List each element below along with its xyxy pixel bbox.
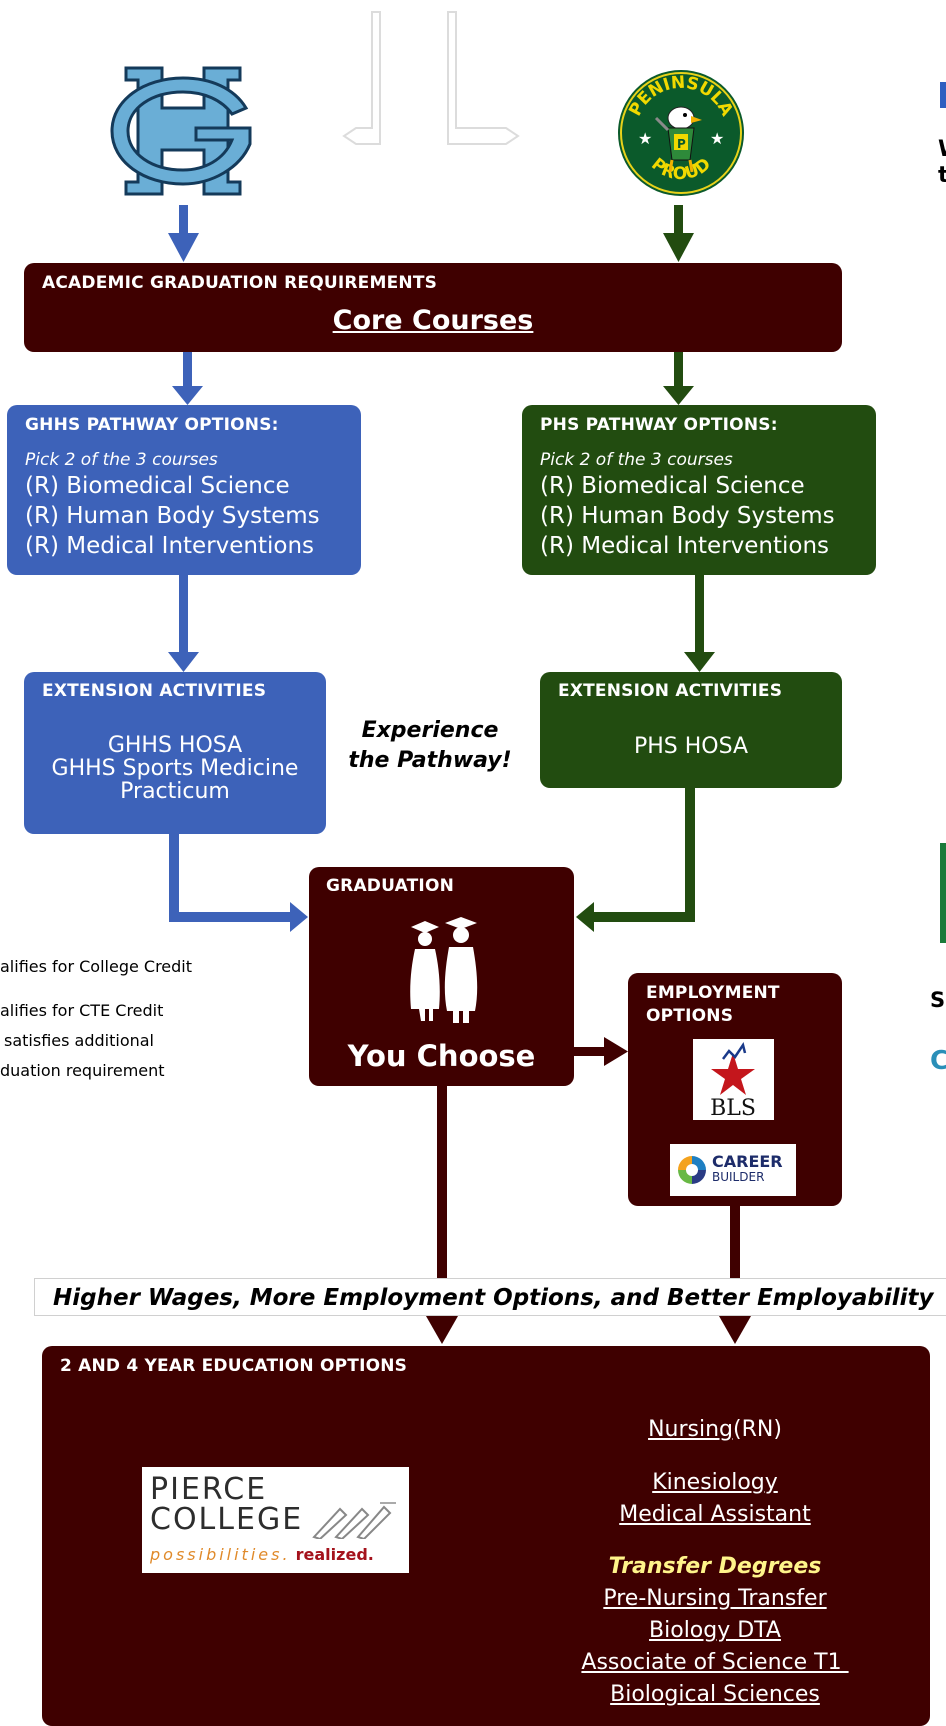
biology-dta-link[interactable]: Biology DTA (649, 1618, 781, 1643)
credit-legend: alifies for College Credit alifies for C… (0, 956, 192, 1082)
svg-text:P: P (677, 137, 686, 151)
legend-graduation-requirement: duation requirement (0, 1061, 165, 1080)
ghhs-pathway-instruction: Pick 2 of the 3 courses (25, 450, 218, 470)
ghhs-pathway-box: GHHS PATHWAY OPTIONS: Pick 2 of the 3 co… (7, 405, 361, 575)
legend-cte-credit: alifies for CTE Credit (0, 1001, 164, 1020)
nursing-link[interactable]: Nursing (648, 1417, 733, 1442)
phs-course-3: (R) Medical Interventions (540, 533, 830, 559)
education-header: 2 AND 4 YEAR EDUCATION OPTIONS (60, 1356, 408, 1376)
peninsula-proud-logo: PENINSULA PROUD ★ ★ P (618, 70, 744, 196)
academic-requirements-box: ACADEMIC GRADUATION REQUIREMENTS Core Co… (24, 263, 842, 352)
svg-text:★: ★ (638, 129, 652, 148)
medical-assistant-link[interactable]: Medical Assistant (619, 1502, 811, 1527)
pierce-pencil-icon (312, 1502, 396, 1539)
academic-header: ACADEMIC GRADUATION REQUIREMENTS (42, 273, 438, 293)
wages-banner-text: Higher Wages, More Employment Options, a… (53, 1285, 934, 1311)
legend-satisfies: satisfies additional (4, 1031, 154, 1050)
cropped-heading-text: W t (938, 137, 946, 188)
decorative-arrow-outlines (342, 11, 520, 145)
transfer-degrees-header: Transfer Degrees (608, 1554, 822, 1579)
wages-banner: Higher Wages, More Employment Options, a… (34, 1278, 946, 1316)
kinesiology-link[interactable]: Kinesiology (652, 1470, 778, 1495)
phs-pathway-instruction: Pick 2 of the 3 courses (540, 450, 733, 470)
phs-extension-box: EXTENSION ACTIVITIES PHS HOSA (540, 672, 842, 788)
legend-college-credit: alifies for College Credit (0, 957, 193, 976)
core-courses-link[interactable]: Core Courses (332, 305, 534, 336)
phs-pathway-header: PHS PATHWAY OPTIONS: (540, 415, 778, 435)
phs-course-1: (R) Biomedical Science (540, 473, 805, 499)
careerbuilder-logo-link[interactable]: CAREER BUILDER (670, 1144, 796, 1196)
gig-harbor-logo: GH (110, 66, 252, 196)
cropped-s-text: S (930, 988, 946, 1012)
phs-pathway-box: PHS PATHWAY OPTIONS: Pick 2 of the 3 cou… (522, 405, 876, 575)
careerbuilder-text-bottom: BUILDER (712, 1170, 765, 1184)
ghhs-extension-box: EXTENSION ACTIVITIES GHHS HOSA GHHS Spor… (24, 672, 326, 834)
careerbuilder-text-top: CAREER (712, 1152, 783, 1171)
ghhs-extension-item-2: GHHS Sports Medicine (51, 756, 299, 781)
pre-nursing-transfer-link[interactable]: Pre-Nursing Transfer (603, 1586, 827, 1611)
experience-pathway-text: Experience the Pathway! (348, 718, 512, 773)
bls-text: BLS (710, 1096, 756, 1120)
graduation-box: GRADUATION You Choose (309, 867, 574, 1086)
phs-extension-item-1: PHS HOSA (633, 734, 749, 759)
ghhs-extension-item-3: Practicum (120, 779, 230, 804)
ghhs-extension-header: EXTENSION ACTIVITIES (42, 681, 267, 701)
associate-science-link[interactable]: Associate of Science T1 (581, 1650, 849, 1675)
ghhs-course-1: (R) Biomedical Science (25, 473, 290, 499)
bls-star-icon: BLS (710, 1041, 756, 1120)
ghhs-extension-item-1: GHHS HOSA (107, 733, 243, 758)
phs-extension-header: EXTENSION ACTIVITIES (558, 681, 783, 701)
nursing-suffix: (RN) (733, 1417, 782, 1442)
ghhs-course-3: (R) Medical Interventions (25, 533, 315, 559)
graduation-header: GRADUATION (326, 876, 455, 896)
pierce-logo-text: PIERCE COLLEGE (150, 1472, 304, 1537)
cropped-green-image (940, 843, 946, 943)
cropped-blue-mark (940, 82, 946, 108)
phs-course-2: (R) Human Body Systems (540, 503, 835, 529)
svg-text:★: ★ (710, 129, 724, 148)
cropped-c-text: C (930, 1046, 946, 1076)
careerbuilder-icon (678, 1156, 706, 1184)
pierce-tagline: possibilities. realized. (150, 1545, 374, 1564)
education-program-list: Nursing(RN) Kinesiology Medical Assistan… (540, 1414, 890, 1711)
graduates-silhouette-icon (410, 917, 478, 1023)
bls-logo-link[interactable]: BLS (693, 1039, 774, 1120)
pierce-college-logo-link[interactable]: PIERCE COLLEGE possibilities. realized. (142, 1467, 409, 1573)
you-choose-text: You Choose (347, 1039, 536, 1073)
education-box: 2 AND 4 YEAR EDUCATION OPTIONS PIERCE CO… (42, 1346, 930, 1726)
employment-header: EMPLOYMENT OPTIONS (646, 983, 780, 1026)
ghhs-pathway-header: GHHS PATHWAY OPTIONS: (25, 415, 279, 435)
ghhs-course-2: (R) Human Body Systems (25, 503, 320, 529)
biological-sciences-link[interactable]: Biological Sciences (610, 1682, 820, 1707)
employment-box: EMPLOYMENT OPTIONS BLS CAREER BUILDER (628, 973, 842, 1206)
